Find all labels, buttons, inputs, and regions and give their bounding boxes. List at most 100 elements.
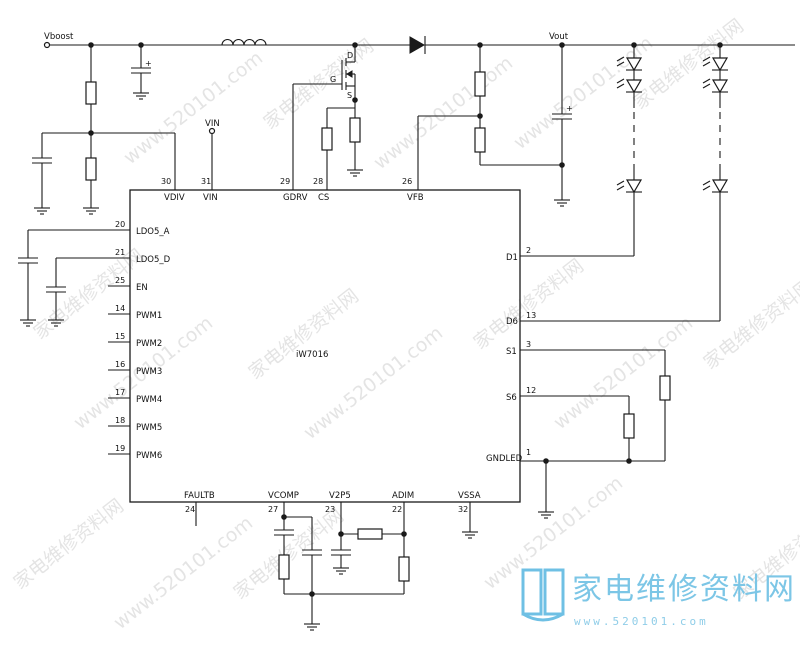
ic-left-pins: 20 LDO5_A 21 LDO5_D 25 EN 14 PWM1 15 PWM… [18,220,171,461]
resistor [85,81,97,105]
polarity-mark: + [145,59,152,68]
pin-name: ADIM [392,491,414,501]
pin-number: 13 [526,311,536,320]
mosfet-s-label: S [347,91,352,100]
pin-number: 15 [115,332,125,341]
pin-number: 3 [526,340,531,349]
pin-name: S6 [506,393,517,403]
watermark-text: 家电维修资料网 [700,275,800,374]
pin-name: S1 [506,347,517,357]
logo-text: 家电维修资料网 [572,572,796,607]
pin-name: VCOMP [268,491,299,501]
pin-name: D6 [506,317,518,327]
pin-name: PWM4 [136,395,162,405]
logo-url: www.520101.com [574,615,709,628]
watermark-text: 家电维修资料网 [630,15,748,114]
pin-name: LDO5_D [136,255,171,265]
resistor [321,127,333,151]
pin-number: 26 [402,177,412,186]
pin-number: 14 [115,304,125,313]
resistor [357,528,383,540]
mosfet: D G S [292,45,363,190]
sense-resistor [623,413,635,439]
pin-number: 28 [313,177,323,186]
pin-number: 12 [526,386,536,395]
pin-number: 18 [115,416,125,425]
mosfet-d-label: D [347,51,353,60]
resistor [398,556,410,582]
resistor [278,554,290,580]
sense-resistor [349,117,361,143]
watermark-text: www.520101.com [120,47,268,169]
mosfet-g-label: G [330,75,336,84]
watermark-layer: www.520101.com 家电维修资料网 www.520101.com ww… [10,15,800,634]
boost-diode [409,36,426,54]
ic-bottom-pins: FAULTB 24 VCOMP 27 V2P5 23 ADIM 22 VSSA … [184,491,481,631]
pin-name: PWM1 [136,311,162,321]
pin-number: 2 [526,246,531,255]
pin-number: 21 [115,248,125,257]
pin-number: 32 [458,505,468,514]
pin-number: 19 [115,444,125,453]
pin-number: 20 [115,220,125,229]
pin-number: 30 [161,177,171,186]
pin-name: PWM2 [136,339,162,349]
polarity-mark: + [566,104,573,113]
sense-resistor [659,375,671,401]
pin-number: 23 [325,505,335,514]
vfb-network [417,45,562,190]
watermark-text: www.520101.com [110,512,258,634]
led-string-6 [520,45,729,322]
pin-number: 22 [392,505,402,514]
pin-name: PWM5 [136,423,162,433]
watermark-text: 家电维修资料网 [245,285,363,384]
vboost-terminal [43,41,51,49]
watermark-text: www.520101.com [550,312,698,434]
pin-name: VFB [407,193,424,203]
input-cap: + [131,45,152,100]
watermark-text: www.520101.com [300,322,448,444]
output-cap: + [552,45,573,207]
led-string-1 [520,45,643,257]
ic-right-pins: 2 D1 13 D6 3 S1 12 S6 1 GNDLED [486,246,671,519]
pin-number: 17 [115,388,125,397]
vout-label: Vout [549,32,569,42]
ic-name: iW7016 [296,350,328,360]
ic-body [129,189,521,503]
resistor [474,127,486,153]
pin-name: D1 [506,253,518,263]
pin-name: V2P5 [329,491,351,501]
pin-number: 24 [185,505,195,514]
watermark-text: 家电维修资料网 [10,495,128,594]
pin-number: 1 [526,448,531,457]
pin-name: GNDLED [486,454,523,464]
pin-number: 27 [268,505,278,514]
pin-name: LDO5_A [136,227,170,237]
pin-name: PWM3 [136,367,162,377]
vin-label: VIN [205,119,220,129]
pin-name: CS [318,193,329,203]
pin-name: GDRV [283,193,308,203]
book-icon [521,568,565,622]
pin-number: 29 [280,177,290,186]
pin-number: 16 [115,360,125,369]
inductor [221,39,267,46]
pin-name: VIN [203,193,218,203]
pin-name: EN [136,283,148,293]
pin-number: 25 [115,276,125,285]
pin-name: VDIV [164,193,185,203]
pin-name: FAULTB [184,491,215,501]
resistor [85,157,97,181]
pin-name: PWM6 [136,451,162,461]
resistor [474,71,486,97]
top-rail: Vboost Vout [43,32,795,54]
pin-number: 31 [201,177,211,186]
vdiv-network [32,45,176,215]
vboost-label: Vboost [44,32,74,42]
ic-top-pins: 30 VDIV 31 VIN 29 GDRV 28 CS 26 VFB [161,177,424,203]
site-logo: 家电维修资料网 www.520101.com [521,568,796,628]
vin-terminal: VIN [205,119,220,190]
watermark-text: www.520101.com [370,52,518,174]
pin-name: VSSA [458,491,481,501]
